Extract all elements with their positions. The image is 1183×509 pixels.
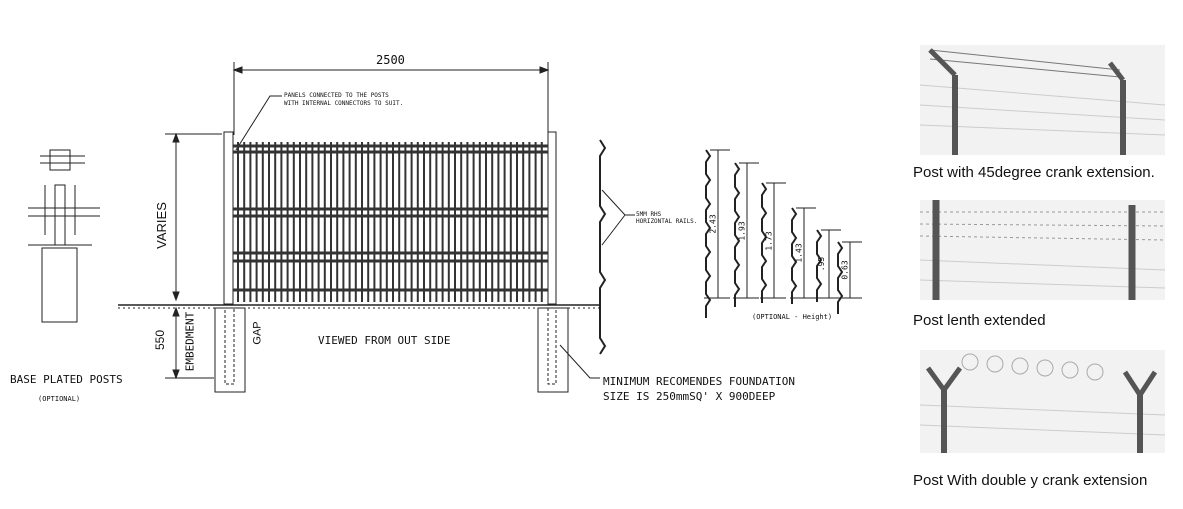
heights-caption: (OPTIONAL - Height) <box>752 313 833 321</box>
profile-1 <box>734 162 741 307</box>
left-post <box>223 131 234 305</box>
rails-note-line-1: 5MM RHS <box>636 211 662 218</box>
photo-post-extended <box>920 200 1165 300</box>
embed-depth-label: 550 <box>153 329 168 351</box>
photo-caption-3: Post With double y crank extension <box>913 472 1148 489</box>
rail-section <box>599 139 607 355</box>
height-label: 1.73 <box>764 230 774 251</box>
profile-2 <box>761 182 768 303</box>
profile-4 <box>816 229 823 302</box>
panel-note-line-1: PANELS CONNECTED TO THE POSTS <box>284 92 389 99</box>
profile-3 <box>791 207 798 304</box>
base-plated-post <box>28 149 100 323</box>
foundation-note-line-2: SIZE IS 250mmSQ' X 900DEEP <box>603 390 776 403</box>
gap-label: GAP <box>251 321 264 345</box>
profile-5 <box>837 241 844 314</box>
width-label: 2500 <box>376 53 405 67</box>
embedment-label: EMBEDMENT <box>183 311 197 372</box>
height-label: 2.43 <box>708 214 718 234</box>
height-options <box>704 149 862 318</box>
panel-note-leader <box>235 95 282 151</box>
height-label: 1.93 <box>737 220 747 241</box>
rails-note-line-2: HORIZONTAL RAILS. <box>636 218 698 225</box>
height-label: 0.63 <box>840 260 850 280</box>
panel-note-line-2: WITH INTERNAL CONNECTORS TO SUIT. <box>284 100 404 107</box>
height-label: .95 <box>817 256 827 272</box>
photo-double-y-crank <box>920 350 1165 453</box>
fence-panel <box>233 142 548 302</box>
photo-caption-2: Post lenth extended <box>913 312 1046 329</box>
view-label: VIEWED FROM OUT SIDE <box>318 334 451 347</box>
right-post <box>547 131 557 305</box>
foundation-note-line-1: MINIMUM RECOMENDES FOUNDATION <box>603 375 796 388</box>
profile-0 <box>705 149 712 318</box>
varies-label: VARIES <box>153 202 169 249</box>
base-optional: (OPTIONAL) <box>38 395 81 403</box>
left-foundation <box>214 307 246 393</box>
right-foundation <box>537 307 569 393</box>
photo-crank-45 <box>920 45 1165 155</box>
base-title: BASE PLATED POSTS <box>10 373 123 386</box>
height-label: 1.43 <box>794 243 804 263</box>
photo-caption-1: Post with 45degree crank extension. <box>913 164 1155 181</box>
